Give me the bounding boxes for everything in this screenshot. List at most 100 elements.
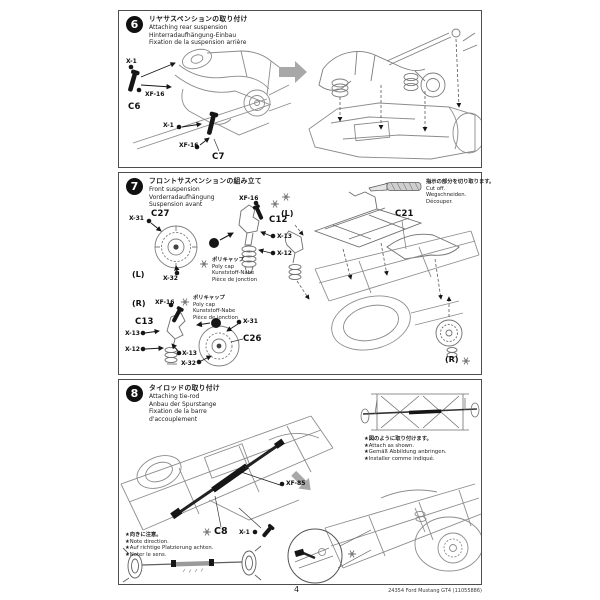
- direction-note-en: ★Note direction.: [125, 538, 169, 545]
- part-label-x12: X-12: [277, 250, 292, 257]
- part-label-c26: C26: [243, 334, 262, 344]
- part-label-x32: X-32: [163, 275, 178, 282]
- magnifier-inset: [287, 528, 372, 584]
- cutoff-note: 指示の部分を切り取ります。 Cut off. Wegschneiden. Déc…: [426, 179, 494, 205]
- part-label-xf16: XF-16: [155, 299, 175, 306]
- part-label-x32: X-32: [181, 360, 196, 367]
- polycap-icon: [462, 357, 470, 365]
- step-7-titles: フロントサスペンションの組み立て Front suspension Vorder…: [149, 177, 262, 209]
- polycap-note-fr: Pièce de jonction: [193, 314, 239, 321]
- part-label-x12: X-12: [125, 346, 140, 353]
- attach-note-de: ★Gemäß Abbildung anbringen.: [364, 449, 447, 456]
- step-8-panel: 8 タイロッドの取り付け Attaching tie-rod Anbau der…: [118, 379, 482, 585]
- step-title-ja: リヤサスペンションの取り付け: [149, 15, 248, 23]
- l-knuckle-drawing: [284, 230, 304, 281]
- cutoff-note-ja: 指示の部分を切り取ります。: [426, 179, 495, 185]
- part-label-x13: X-13: [182, 350, 197, 357]
- step-title-en: Front suspension: [149, 186, 200, 194]
- step-title-en: Attaching tie-rod: [149, 393, 200, 401]
- c27-hub-drawing: [154, 225, 198, 269]
- polycap-icon: [271, 200, 279, 208]
- polycap-icon: [181, 298, 189, 306]
- step-6-header: 6 リヤサスペンションの取り付け Attaching rear suspensi…: [126, 15, 248, 47]
- step-title-de: Vorderradaufhängung: [149, 193, 215, 201]
- direction-note-de: ★Auf richtige Platzierung achten.: [125, 545, 214, 552]
- polycap-note-ja: ポリキャップ: [212, 257, 244, 263]
- part-label-xf16: XF-16: [239, 195, 259, 202]
- step-title-ja: タイロッドの取り付け: [149, 384, 220, 392]
- side-label-left: (L): [281, 209, 294, 218]
- assembly-guide-lines: [337, 38, 462, 132]
- part-label-xf16: XF-16: [145, 91, 165, 98]
- side-label-right: (R): [132, 299, 146, 308]
- cutoff-note-en: Cut off.: [426, 185, 446, 192]
- direction-arrow-icon: [279, 61, 307, 83]
- step-8-fasteners: [214, 471, 285, 538]
- part-label-c21: C21: [395, 209, 414, 219]
- polycap-icon: [348, 550, 356, 558]
- polycap-note-de: Kunststoff-Nabe: [212, 270, 255, 277]
- part-label-x1: X-1: [126, 58, 137, 65]
- part-label-c27: C27: [151, 209, 170, 219]
- part-label-x13: X-13: [277, 233, 292, 240]
- tie-rod-direction-drawing: [122, 545, 262, 583]
- step-6-illustration: [128, 28, 481, 160]
- polycap-note: ポリキャップ Poly cap Kunststoff-Nabe Pièce de…: [193, 295, 238, 321]
- polycap-icon: [203, 528, 211, 536]
- part-label-x31: X-31: [243, 318, 258, 325]
- direction-note: ★向きに注意。 ★Note direction. ★Auf richtige P…: [125, 532, 213, 558]
- step-number-badge: 8: [126, 385, 143, 402]
- c12-knuckle-drawing: [238, 204, 260, 274]
- polycap-note-ja: ポリキャップ: [193, 295, 225, 301]
- step-6-titles: リヤサスペンションの取り付け Attaching rear suspension…: [149, 15, 248, 47]
- polycap-note-fr: Pièce de jonction: [212, 276, 258, 283]
- step-8-titles: タイロッドの取り付け Attaching tie-rod Anbau der S…: [149, 384, 241, 423]
- step-title-fr: Suspension avant: [149, 201, 203, 209]
- assembly-guide-lines: [294, 224, 452, 317]
- step-7-fasteners-right: [140, 302, 244, 365]
- kit-footer-text: 24354 Ford Mustang GT4 (11055886): [388, 588, 482, 594]
- step-6-fasteners: [128, 62, 220, 152]
- direction-note-ja: ★向きに注意。: [125, 532, 162, 538]
- polycap-note-de: Kunststoff-Nabe: [193, 308, 236, 315]
- step-6-panel: 6 リヤサスペンションの取り付け Attaching rear suspensi…: [118, 10, 482, 168]
- step-title-de: Anbau der Spurstange: [149, 400, 217, 408]
- part-label-xf16: XF-16: [179, 142, 199, 149]
- attach-note: ★図のように取り付けます。 ★Attach as shown. ★Gemäß A…: [364, 436, 447, 462]
- step-7-panel: 7 フロントサスペンションの組み立て Front suspension Vord…: [118, 172, 494, 375]
- polycap-icon: [282, 193, 290, 201]
- chassis-underside-drawing: [120, 415, 334, 531]
- part-label-xf85: XF-85: [286, 480, 306, 487]
- part-label-x1: X-1: [239, 529, 250, 536]
- part-label-x13: X-13: [125, 330, 140, 337]
- front-subframe-drawing: [313, 191, 423, 248]
- direction-note-fr: ★Noter le sens.: [125, 551, 167, 558]
- attach-note-ja: ★図のように取り付けます。: [364, 436, 432, 442]
- screw-icon: [252, 204, 264, 220]
- side-label-left: (L): [132, 270, 145, 279]
- screw-icon: [172, 306, 184, 323]
- step-7-header: 7 フロントサスペンションの組み立て Front suspension Vord…: [126, 177, 262, 209]
- side-label-right: (R): [445, 355, 459, 364]
- rear-axle-assembly-drawing: [318, 28, 478, 98]
- part-label-c6: C6: [128, 102, 141, 112]
- step-8-illustration: [120, 393, 481, 584]
- step-7-fasteners-left: [146, 200, 276, 276]
- tie-rod-inset-drawing: [360, 393, 480, 431]
- rear-chassis-drawing: [324, 483, 481, 572]
- chassis-floor-drawing: [308, 102, 481, 160]
- c21-frame-drawing: [386, 220, 460, 260]
- knife-icon: [368, 182, 422, 192]
- attach-note-en: ★Attach as shown.: [364, 442, 415, 449]
- step-title-en: Attaching rear suspension: [149, 24, 228, 32]
- step-number-badge: 6: [126, 16, 143, 33]
- screw-icon: [128, 69, 140, 92]
- step-title-ja: フロントサスペンションの組み立て: [149, 177, 262, 185]
- step-title-de: Hinterradaufhängung-Einbau: [149, 31, 237, 39]
- cutoff-note-fr: Découper.: [426, 198, 453, 205]
- direction-arrow-icon: [291, 470, 311, 491]
- polycap-note-en: Poly cap: [193, 301, 216, 308]
- polycap-note: ポリキャップ Poly cap Kunststoff-Nabe Pièce de…: [212, 257, 257, 283]
- part-label-c7: C7: [212, 152, 225, 162]
